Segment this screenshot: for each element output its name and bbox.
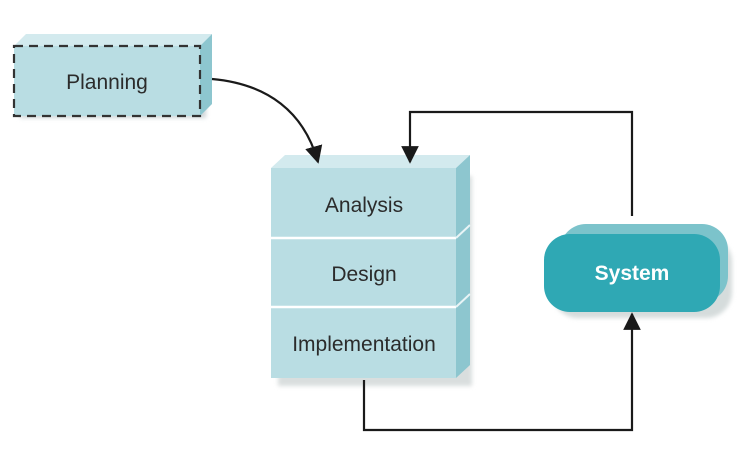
system-to-analysis-arrow	[401, 110, 634, 216]
system-label: System	[595, 262, 670, 285]
system-node: System	[544, 224, 732, 318]
planning-to-analysis-arrow	[211, 77, 323, 164]
phase-stack-front	[271, 168, 456, 378]
planning-box-side	[200, 34, 212, 116]
phase-stack-top	[271, 155, 470, 168]
implementation-to-system-arrow	[362, 312, 641, 432]
system-node-front	[544, 234, 720, 312]
implementation-label: Implementation	[292, 333, 436, 356]
phase-stack: Analysis Design Implementation	[271, 155, 472, 386]
analysis-label: Analysis	[325, 194, 403, 217]
side-divider-1	[455, 224, 471, 239]
planning-label: Planning	[66, 71, 148, 94]
side-divider-2	[455, 293, 471, 308]
planning-box-top	[14, 34, 212, 46]
phase-stack-side	[456, 155, 470, 378]
planning-box-front	[12, 44, 202, 118]
planning-box: Planning	[12, 34, 212, 118]
design-label: Design	[331, 263, 396, 286]
